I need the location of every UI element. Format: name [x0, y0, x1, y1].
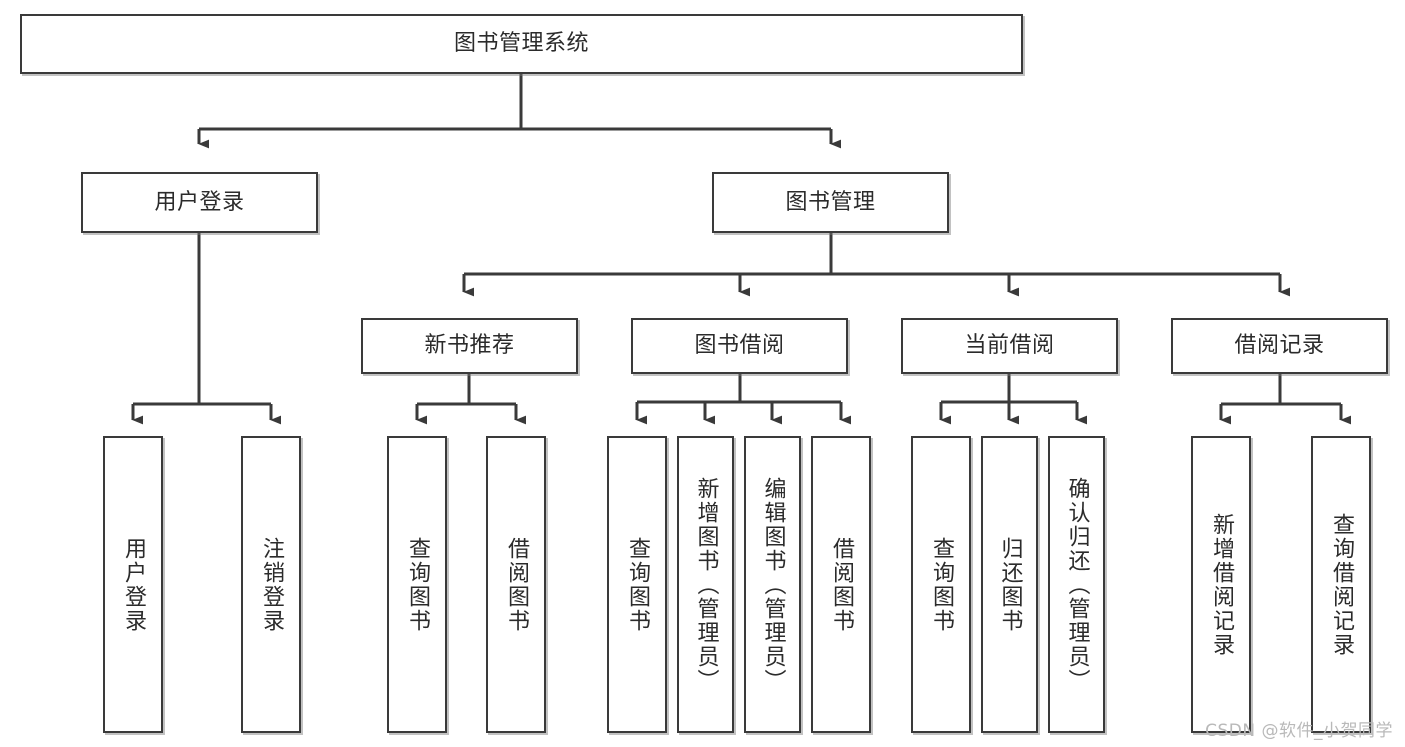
node-label: 新增借阅记录: [1208, 512, 1234, 657]
leaf-book-borrow-query-books[interactable]: 查询图书: [607, 436, 667, 733]
node-label: 查询图书: [624, 536, 650, 633]
node-label: 查询图书: [928, 536, 954, 633]
leaf-user-login-logout[interactable]: 注销登录: [241, 436, 301, 733]
node-new-book-recommendation[interactable]: 新书推荐: [361, 318, 578, 374]
node-label: 图书管理: [785, 189, 876, 215]
node-label: 归还图书: [997, 536, 1023, 633]
leaf-user-login-login[interactable]: 用户登录: [103, 436, 163, 733]
node-label: 注销登录: [258, 536, 284, 633]
leaf-borrow-record-query-record[interactable]: 查询借阅记录: [1311, 436, 1371, 733]
node-label: 借阅图书: [828, 536, 854, 633]
leaf-current-borrow-confirm-return-admin[interactable]: 确认归还（管理员）: [1048, 436, 1105, 733]
node-book-management[interactable]: 图书管理: [712, 172, 949, 233]
node-label: 新书推荐: [424, 333, 515, 359]
node-label: 当前借阅: [964, 333, 1055, 359]
node-book-borrowing[interactable]: 图书借阅: [631, 318, 848, 374]
node-label: 查询图书: [404, 536, 430, 633]
leaf-new-book-query-books[interactable]: 查询图书: [387, 436, 447, 733]
node-user-login[interactable]: 用户登录: [81, 172, 318, 233]
leaf-book-borrow-edit-book-admin[interactable]: 编辑图书（管理员）: [744, 436, 801, 733]
node-label: 新增图书（管理员）: [693, 476, 719, 693]
leaf-book-borrow-borrow-books[interactable]: 借阅图书: [811, 436, 871, 733]
leaf-current-borrow-return-books[interactable]: 归还图书: [981, 436, 1038, 733]
leaf-new-book-borrow-books[interactable]: 借阅图书: [486, 436, 546, 733]
node-label: 用户登录: [154, 189, 245, 215]
leaf-current-borrow-query-books[interactable]: 查询图书: [911, 436, 971, 733]
node-label: 图书借阅: [694, 333, 785, 359]
node-label: 图书管理系统: [453, 31, 589, 57]
node-label: 用户登录: [120, 536, 146, 633]
node-label: 借阅图书: [503, 536, 529, 633]
node-label: 借阅记录: [1234, 333, 1325, 359]
leaf-book-borrow-add-book-admin[interactable]: 新增图书（管理员）: [677, 436, 734, 733]
node-borrowing-records[interactable]: 借阅记录: [1171, 318, 1388, 374]
node-label: 确认归还（管理员）: [1064, 476, 1090, 693]
node-label: 查询借阅记录: [1328, 512, 1354, 657]
node-label: 编辑图书（管理员）: [760, 476, 786, 693]
leaf-borrow-record-add-record[interactable]: 新增借阅记录: [1191, 436, 1251, 733]
node-current-borrowing[interactable]: 当前借阅: [901, 318, 1118, 374]
node-root-book-management-system[interactable]: 图书管理系统: [20, 14, 1023, 74]
